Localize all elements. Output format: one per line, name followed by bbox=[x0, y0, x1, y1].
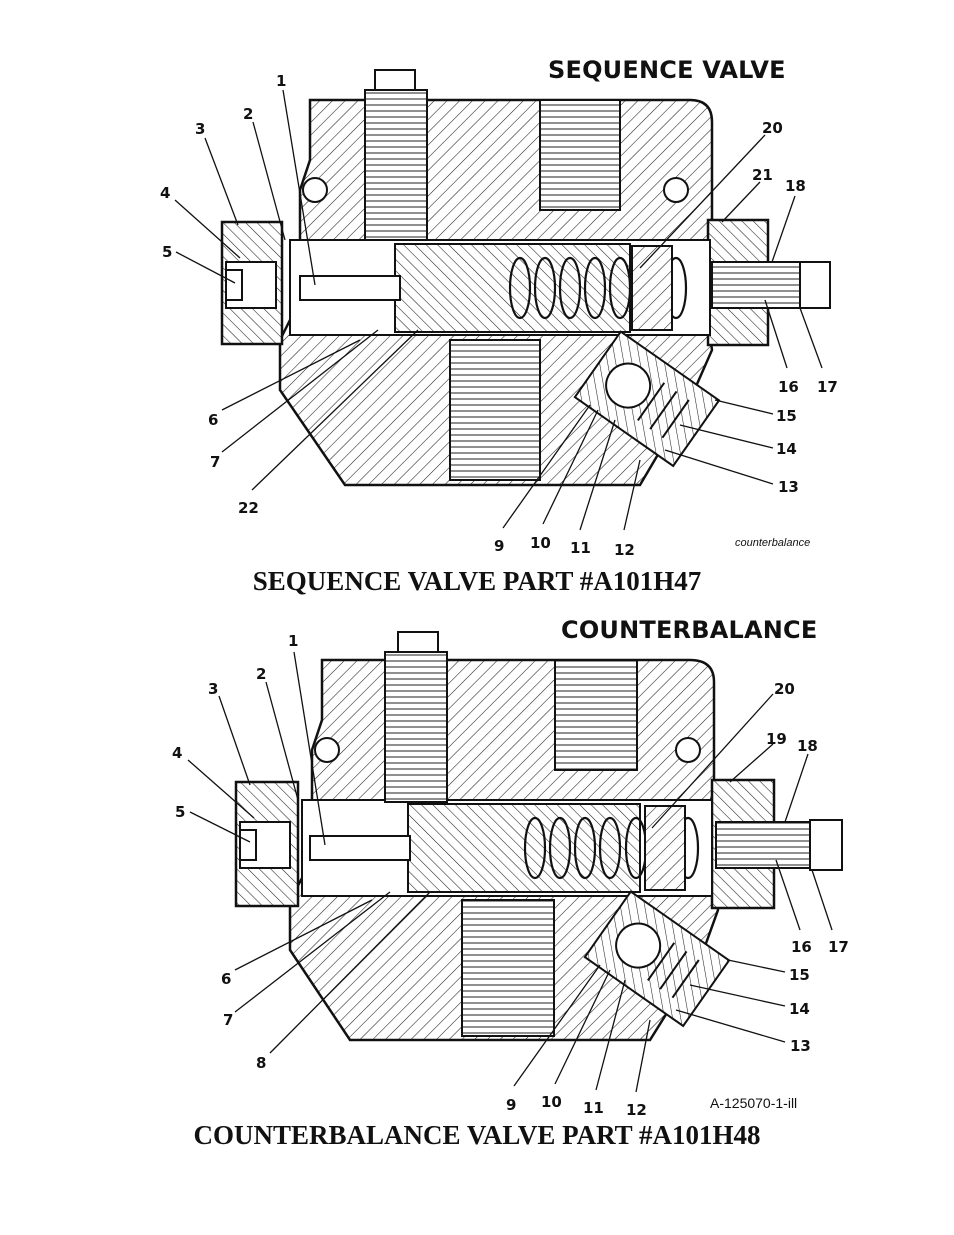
callout-10: 10 bbox=[541, 1093, 562, 1111]
drawing-tag: counterbalance bbox=[735, 537, 810, 549]
valve-body bbox=[234, 631, 843, 1042]
counterbalance-valve-diagram: 1 2 3 4 5 6 7 8 9 10 11 12 13 14 15 16 1… bbox=[172, 631, 849, 1119]
callout-16: 16 bbox=[791, 938, 812, 956]
callout-11: 11 bbox=[583, 1099, 604, 1117]
callout-3: 3 bbox=[195, 120, 205, 138]
callout-4: 4 bbox=[172, 744, 182, 762]
callout-2: 2 bbox=[256, 665, 266, 683]
callout-4: 4 bbox=[160, 184, 170, 202]
callout-12: 12 bbox=[626, 1101, 647, 1119]
callout-13: 13 bbox=[790, 1037, 811, 1055]
callout-18: 18 bbox=[797, 737, 818, 755]
callout-17: 17 bbox=[817, 378, 838, 396]
drawing-tag: A-125070-1-ill bbox=[710, 1095, 797, 1111]
callout-19: 19 bbox=[766, 730, 787, 748]
callout-20: 20 bbox=[774, 680, 795, 698]
callout-9: 9 bbox=[494, 537, 504, 555]
callout-10: 10 bbox=[530, 534, 551, 552]
callout-18: 18 bbox=[785, 177, 806, 195]
callout-14: 14 bbox=[776, 440, 797, 458]
callout-labels: 1 2 3 4 5 6 7 8 9 10 11 12 13 14 15 16 1… bbox=[172, 632, 849, 1119]
callout-15: 15 bbox=[776, 407, 797, 425]
callout-22: 22 bbox=[238, 499, 259, 517]
callout-6: 6 bbox=[208, 411, 218, 429]
callout-14: 14 bbox=[789, 1000, 810, 1018]
callout-7: 7 bbox=[210, 453, 220, 471]
callout-3: 3 bbox=[208, 680, 218, 698]
callout-16: 16 bbox=[778, 378, 799, 396]
callout-5: 5 bbox=[162, 243, 172, 261]
callout-8: 8 bbox=[256, 1054, 266, 1072]
callout-1: 1 bbox=[276, 72, 286, 90]
sequence-valve-panel: SEQUENCE VALVE bbox=[0, 0, 954, 610]
sequence-valve-diagram: 1 2 3 4 5 6 7 22 9 10 11 12 13 14 15 16 … bbox=[160, 69, 838, 559]
callout-9: 9 bbox=[506, 1096, 516, 1114]
counterbalance-valve-caption: COUNTERBALANCE VALVE PART #A101H48 bbox=[193, 1120, 761, 1150]
callout-5: 5 bbox=[175, 803, 185, 821]
callout-17: 17 bbox=[828, 938, 849, 956]
callout-7: 7 bbox=[223, 1011, 233, 1029]
valve-body bbox=[220, 69, 831, 487]
sequence-valve-caption: SEQUENCE VALVE PART #A101H47 bbox=[252, 566, 702, 596]
callout-13: 13 bbox=[778, 478, 799, 496]
counterbalance-heading: COUNTERBALANCE bbox=[555, 616, 824, 644]
sequence-valve-heading: SEQUENCE VALVE bbox=[542, 56, 792, 84]
callout-labels: 1 2 3 4 5 6 7 22 9 10 11 12 13 14 15 16 … bbox=[160, 72, 838, 559]
callout-12: 12 bbox=[614, 541, 635, 559]
callout-20: 20 bbox=[762, 119, 783, 137]
callout-6: 6 bbox=[221, 970, 231, 988]
leader-lines bbox=[187, 651, 833, 1093]
callout-1: 1 bbox=[288, 632, 298, 650]
callout-11: 11 bbox=[570, 539, 591, 557]
counterbalance-valve-panel: COUNTERBALANCE bbox=[0, 610, 954, 1170]
callout-2: 2 bbox=[243, 105, 253, 123]
leader-lines bbox=[174, 89, 823, 531]
callout-21: 21 bbox=[752, 166, 773, 184]
callout-15: 15 bbox=[789, 966, 810, 984]
